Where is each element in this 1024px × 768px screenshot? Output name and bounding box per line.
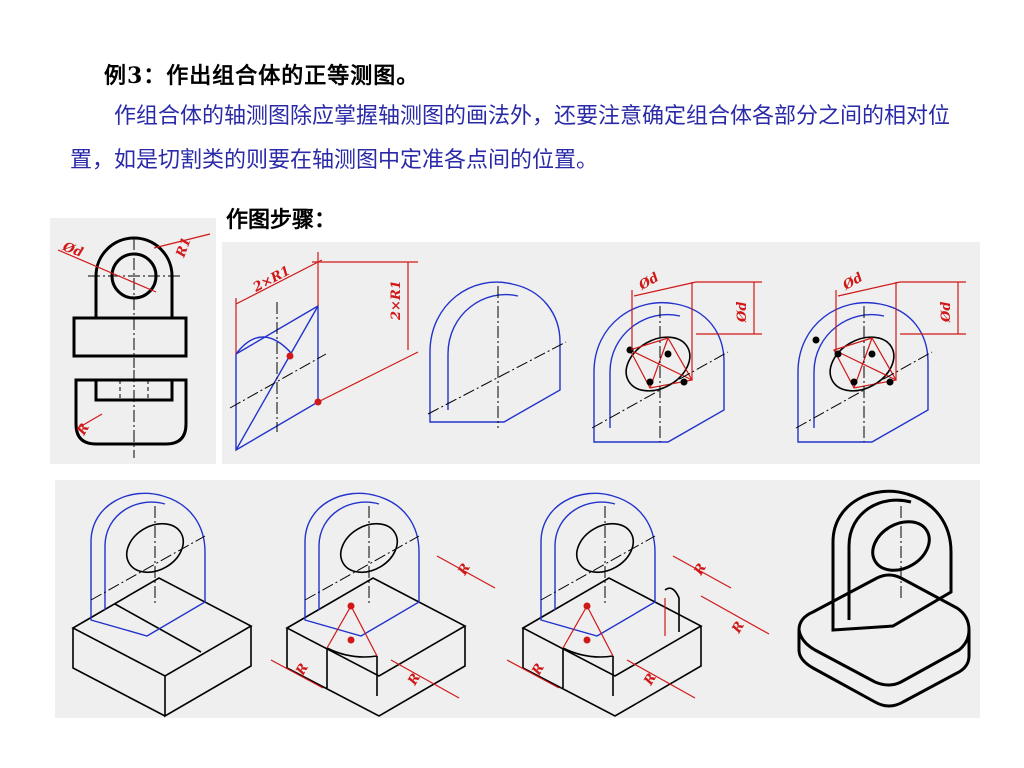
intro-paragraph: 作组合体的轴测图除应掌握轴测图的画法外，还要注意确定组合体各部分之间的相对位置，… xyxy=(70,104,951,173)
dim-r-step7-a: R xyxy=(529,661,548,679)
dim-r-step6-a: R xyxy=(293,661,312,679)
dim-phi-d-step4-b: Ød xyxy=(939,302,954,323)
base-construction-drawing: R R R R R R R xyxy=(71,489,971,718)
dim-2r1-vertical: 2×R1 xyxy=(389,280,404,321)
step8-final-solid xyxy=(797,489,971,708)
step2-arch xyxy=(427,281,567,428)
step1-rhombus: 2×R1 2×R1 xyxy=(229,252,419,452)
orthographic-views-panel: Ød R1 R xyxy=(50,218,216,464)
step3-hole-center: Ød Ød xyxy=(591,270,762,443)
step5-base-box xyxy=(71,492,253,718)
dim-r-step6-c: R xyxy=(455,561,474,579)
dim-r-step6-b: R xyxy=(405,671,424,689)
dim-phi-d-step3-b: Ød xyxy=(735,302,750,323)
step6-rounded-corner: R R R xyxy=(270,492,496,717)
step7-both-corners: R R R R xyxy=(506,492,770,717)
example-heading: 例3：作出组合体的正等测图。 xyxy=(104,63,420,89)
upright-construction-panel: 2×R1 2×R1 Ød Ød xyxy=(222,242,980,464)
dim-phi-d-ortho: Ød xyxy=(60,239,85,260)
dim-r-step7-b: R xyxy=(641,671,660,689)
dim-r1-ortho: R1 xyxy=(173,236,194,261)
base-construction-panel: R R R R R R R xyxy=(55,480,980,718)
dim-r-step7-c: R xyxy=(691,561,710,579)
upright-construction-drawing: 2×R1 2×R1 Ød Ød xyxy=(229,252,966,452)
dim-2r1-horizontal: 2×R1 xyxy=(250,264,293,296)
steps-label: 作图步骤： xyxy=(226,207,337,233)
dim-r-step7-d: R xyxy=(729,619,748,637)
step4-hole-ellipse: Ød Ød xyxy=(795,270,966,443)
orthographic-drawing: Ød R1 R xyxy=(57,233,211,458)
